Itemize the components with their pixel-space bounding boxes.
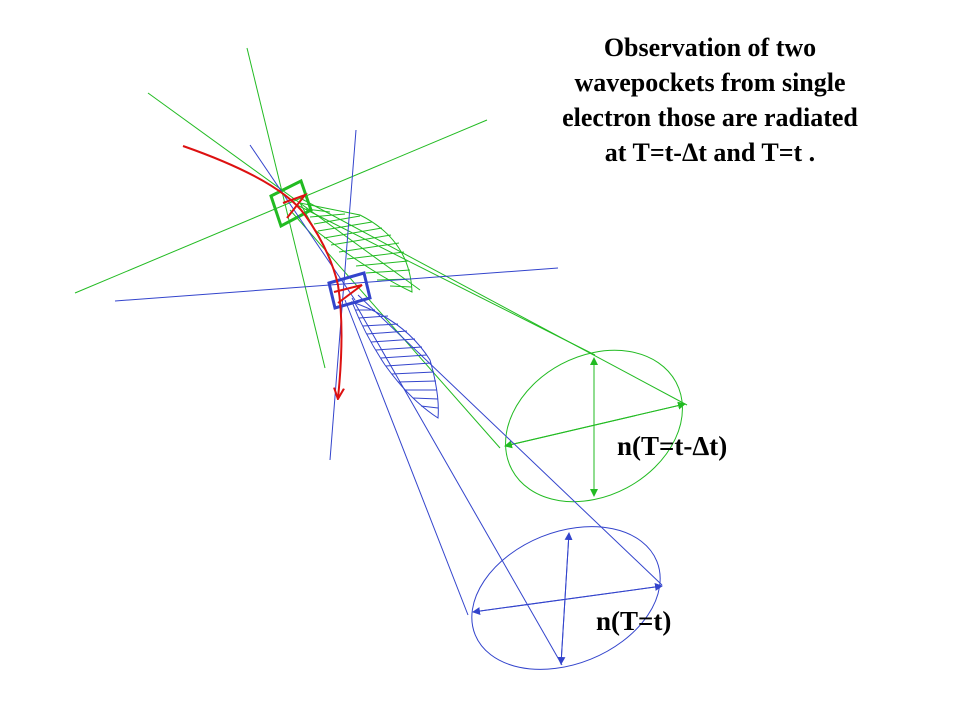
- late-ellipse-diameter-horizontal-back: [472, 585, 663, 616]
- late-cone-edge-upper: [357, 294, 663, 586]
- late-cone-edge-mid: [351, 297, 563, 666]
- early-cone-edge-upper: [299, 197, 688, 406]
- early-wave-pocket-hatch: [305, 208, 413, 288]
- late-cone-edge-lower: [344, 299, 469, 616]
- late-emitter-box: [327, 271, 372, 310]
- early-pocket-label: n(T=t-Δt): [617, 431, 728, 461]
- early-cone-edge-lower: [289, 209, 501, 449]
- early-observation-ellipse: [505, 349, 683, 503]
- early-emission-group: [74, 47, 688, 503]
- late-pocket-label: n(T=t): [596, 606, 672, 636]
- early-ellipse-diameter-horizontal-back: [504, 403, 686, 449]
- late-wave-pocket: [351, 301, 439, 419]
- early-axis-line-1: [74, 119, 488, 294]
- late-emission-marker: [333, 284, 363, 304]
- early-emitter-box: [269, 178, 313, 229]
- late-axis-line-1: [114, 267, 559, 302]
- late-axis-line-2: [329, 129, 357, 461]
- late-axis-line-3: [249, 144, 356, 301]
- title-line-4: at T=t-Δt and T=t .: [604, 138, 816, 167]
- early-emission-marker: [282, 192, 308, 219]
- electron-trajectory: [182, 145, 342, 398]
- title-line-1: Observation of two: [603, 33, 817, 62]
- title-line-3: electron those are radiated: [562, 103, 858, 132]
- title-line-2: wavepockets from single: [574, 68, 846, 97]
- early-axis-line-3: [246, 47, 326, 369]
- early-axis-line-2: [147, 92, 421, 291]
- electron-trajectory-group: [182, 145, 363, 398]
- early-cone-edge-mid: [294, 203, 596, 356]
- late-ellipse-diameter-vertical-back: [557, 532, 570, 665]
- late-emission-group: [114, 129, 663, 670]
- late-wave-pocket-hatch: [355, 309, 439, 409]
- early-wave-pocket: [299, 202, 413, 293]
- late-observation-ellipse: [471, 526, 661, 670]
- diagram-title: Observation of two wavepockets from sing…: [500, 30, 920, 170]
